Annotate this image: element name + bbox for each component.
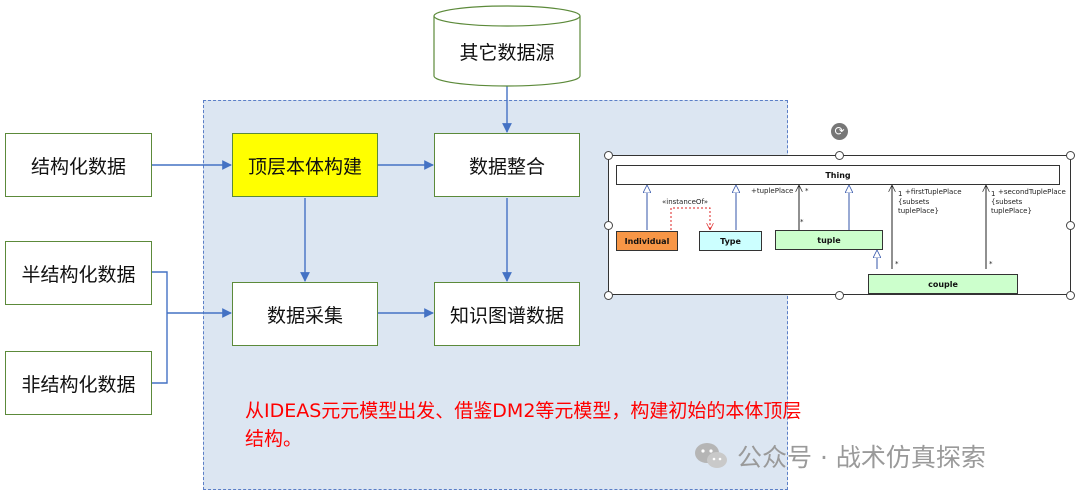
resize-handle-tm[interactable] bbox=[835, 151, 844, 160]
uml-label-star-2: * bbox=[800, 218, 804, 226]
uml-label-subsets-1: {subsets bbox=[898, 198, 930, 206]
uml-connectors bbox=[609, 185, 1072, 269]
node-structured-data: 结构化数据 bbox=[5, 133, 152, 197]
node-unstructured-data: 非结构化数据 bbox=[5, 351, 152, 415]
node-knowledge-graph: 知识图谱数据 bbox=[434, 282, 580, 346]
watermark: 公众号 · 战术仿真探索 bbox=[693, 438, 986, 474]
rotate-handle-icon[interactable]: ⟳ bbox=[831, 123, 848, 140]
node-other-sources-label: 其它数据源 bbox=[459, 41, 555, 64]
uml-label-subsets-end-1: tuplePlace} bbox=[898, 207, 939, 215]
uml-class-couple: couple bbox=[868, 274, 1018, 294]
uml-label-second-tuple-place: +secondTuplePlace bbox=[998, 188, 1066, 196]
bracket-semi-unstructured bbox=[152, 271, 168, 384]
uml-class-type: Type bbox=[699, 231, 762, 251]
uml-label-star-3: * bbox=[895, 260, 899, 268]
uml-class-thing: Thing bbox=[616, 165, 1060, 185]
uml-label-one-1: 1 bbox=[898, 190, 903, 198]
uml-label-first-tuple-place: +firstTuplePlace bbox=[905, 188, 962, 196]
resize-handle-tr[interactable] bbox=[1066, 151, 1075, 160]
wechat-icon bbox=[695, 443, 727, 468]
node-top-ontology: 顶层本体构建 bbox=[232, 133, 378, 197]
uml-class-diagram: Thing Individual Type tuple couple «inst… bbox=[608, 155, 1071, 295]
resize-handle-br[interactable] bbox=[1066, 291, 1075, 300]
annotation-note: 从IDEAS元元模型出发、借鉴DM2等元模型，构建初始的本体顶层结构。 bbox=[245, 400, 802, 450]
uml-class-tuple: tuple bbox=[775, 230, 883, 250]
resize-handle-ml[interactable] bbox=[604, 221, 613, 230]
uml-class-individual: Individual bbox=[616, 231, 678, 251]
node-other-sources: 其它数据源 bbox=[434, 28, 580, 74]
cylinder-shape bbox=[433, 5, 581, 87]
uml-label-subsets-2: {subsets bbox=[991, 198, 1023, 206]
uml-label-instanceof: «instanceOf» bbox=[662, 198, 709, 206]
node-semi-structured-data: 半结构化数据 bbox=[5, 241, 152, 305]
node-data-integration: 数据整合 bbox=[434, 133, 580, 197]
uml-label-star-4: * bbox=[989, 260, 993, 268]
resize-handle-mr[interactable] bbox=[1066, 221, 1075, 230]
watermark-text: 公众号 · 战术仿真探索 bbox=[737, 443, 986, 472]
uml-label-one-2: 1 bbox=[991, 190, 996, 198]
resize-handle-bm[interactable] bbox=[835, 291, 844, 300]
uml-label-subsets-end-2: tuplePlace} bbox=[991, 207, 1032, 215]
resize-handle-bl[interactable] bbox=[604, 291, 613, 300]
uml-label-tupleplace: +tuplePlace bbox=[751, 187, 794, 195]
uml-label-star-1: * bbox=[805, 187, 809, 195]
resize-handle-tl[interactable] bbox=[604, 151, 613, 160]
node-data-collection: 数据采集 bbox=[232, 282, 378, 346]
